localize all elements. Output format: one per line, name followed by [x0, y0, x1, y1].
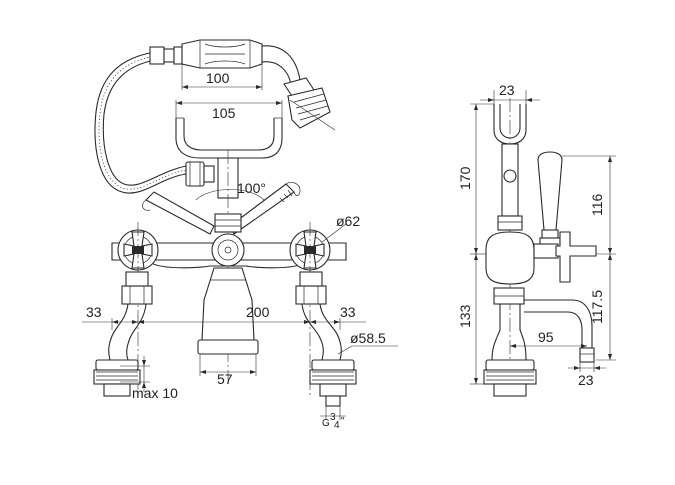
dim-label-23-top: 23 — [499, 82, 515, 98]
flexible-hose — [94, 46, 187, 194]
dim-left-offset — [82, 318, 138, 330]
dim-label-dia-62: ø62 — [336, 213, 360, 229]
dim-label-95: 95 — [538, 329, 554, 345]
dim-label-100-deg: 100° — [237, 180, 266, 196]
dim-spout-reach — [510, 344, 587, 348]
front-view: 100 105 — [82, 39, 398, 431]
dim-base-width — [199, 354, 257, 376]
dim-label-max-10: max 10 — [132, 385, 178, 401]
right-leg — [295, 271, 357, 407]
handset-cradle — [175, 117, 283, 380]
side-lever-handle[interactable] — [537, 151, 563, 251]
left-leg — [93, 271, 153, 397]
shower-head — [283, 77, 336, 131]
dim-lever-height — [562, 155, 616, 255]
dim-spout-outlet — [568, 362, 606, 372]
side-leg — [483, 304, 537, 397]
dim-label-170: 170 — [457, 166, 473, 190]
dim-body-height — [470, 254, 484, 385]
right-valve-handle[interactable] — [289, 222, 331, 396]
dim-label-117-5: 117.5 — [589, 290, 605, 324]
dim-max-height — [120, 356, 150, 392]
thread-inch: " — [341, 416, 345, 427]
angle-arc — [195, 189, 265, 201]
dim-right-offset — [310, 318, 366, 330]
thread-label: G — [322, 418, 330, 429]
dim-label-116: 116 — [589, 193, 605, 216]
dim-label-23-bottom: 23 — [578, 372, 594, 388]
thread-den: 4 — [334, 420, 340, 431]
dim-label-57: 57 — [217, 371, 233, 387]
dim-label-200: 200 — [246, 304, 270, 320]
leader-62 — [321, 223, 347, 243]
dim-label-33-right: 33 — [340, 304, 356, 320]
hose-elbow — [185, 161, 215, 187]
dim-cradle-height — [470, 103, 494, 255]
dim-label-105: 105 — [212, 105, 236, 121]
side-spout — [524, 299, 595, 363]
dim-cradle-width — [175, 100, 283, 118]
dim-top-width — [480, 90, 540, 104]
dim-label-dia-58: ø58.5 — [350, 330, 386, 346]
dim-centres — [138, 320, 310, 324]
hose-nut — [149, 46, 165, 65]
shower-handset — [181, 39, 336, 131]
side-cradle — [493, 104, 527, 231]
dim-label-133: 133 — [457, 304, 473, 328]
side-view: 23 — [457, 82, 616, 397]
thread-num: 3 — [330, 412, 336, 423]
dim-spout-height — [596, 254, 616, 361]
mixer-body — [111, 213, 347, 269]
dim-label-33-left: 33 — [86, 304, 102, 320]
dim-handset-length — [181, 44, 263, 90]
dim-label-100: 100 — [206, 70, 230, 86]
side-body — [485, 231, 597, 305]
left-valve-handle[interactable] — [117, 222, 159, 396]
